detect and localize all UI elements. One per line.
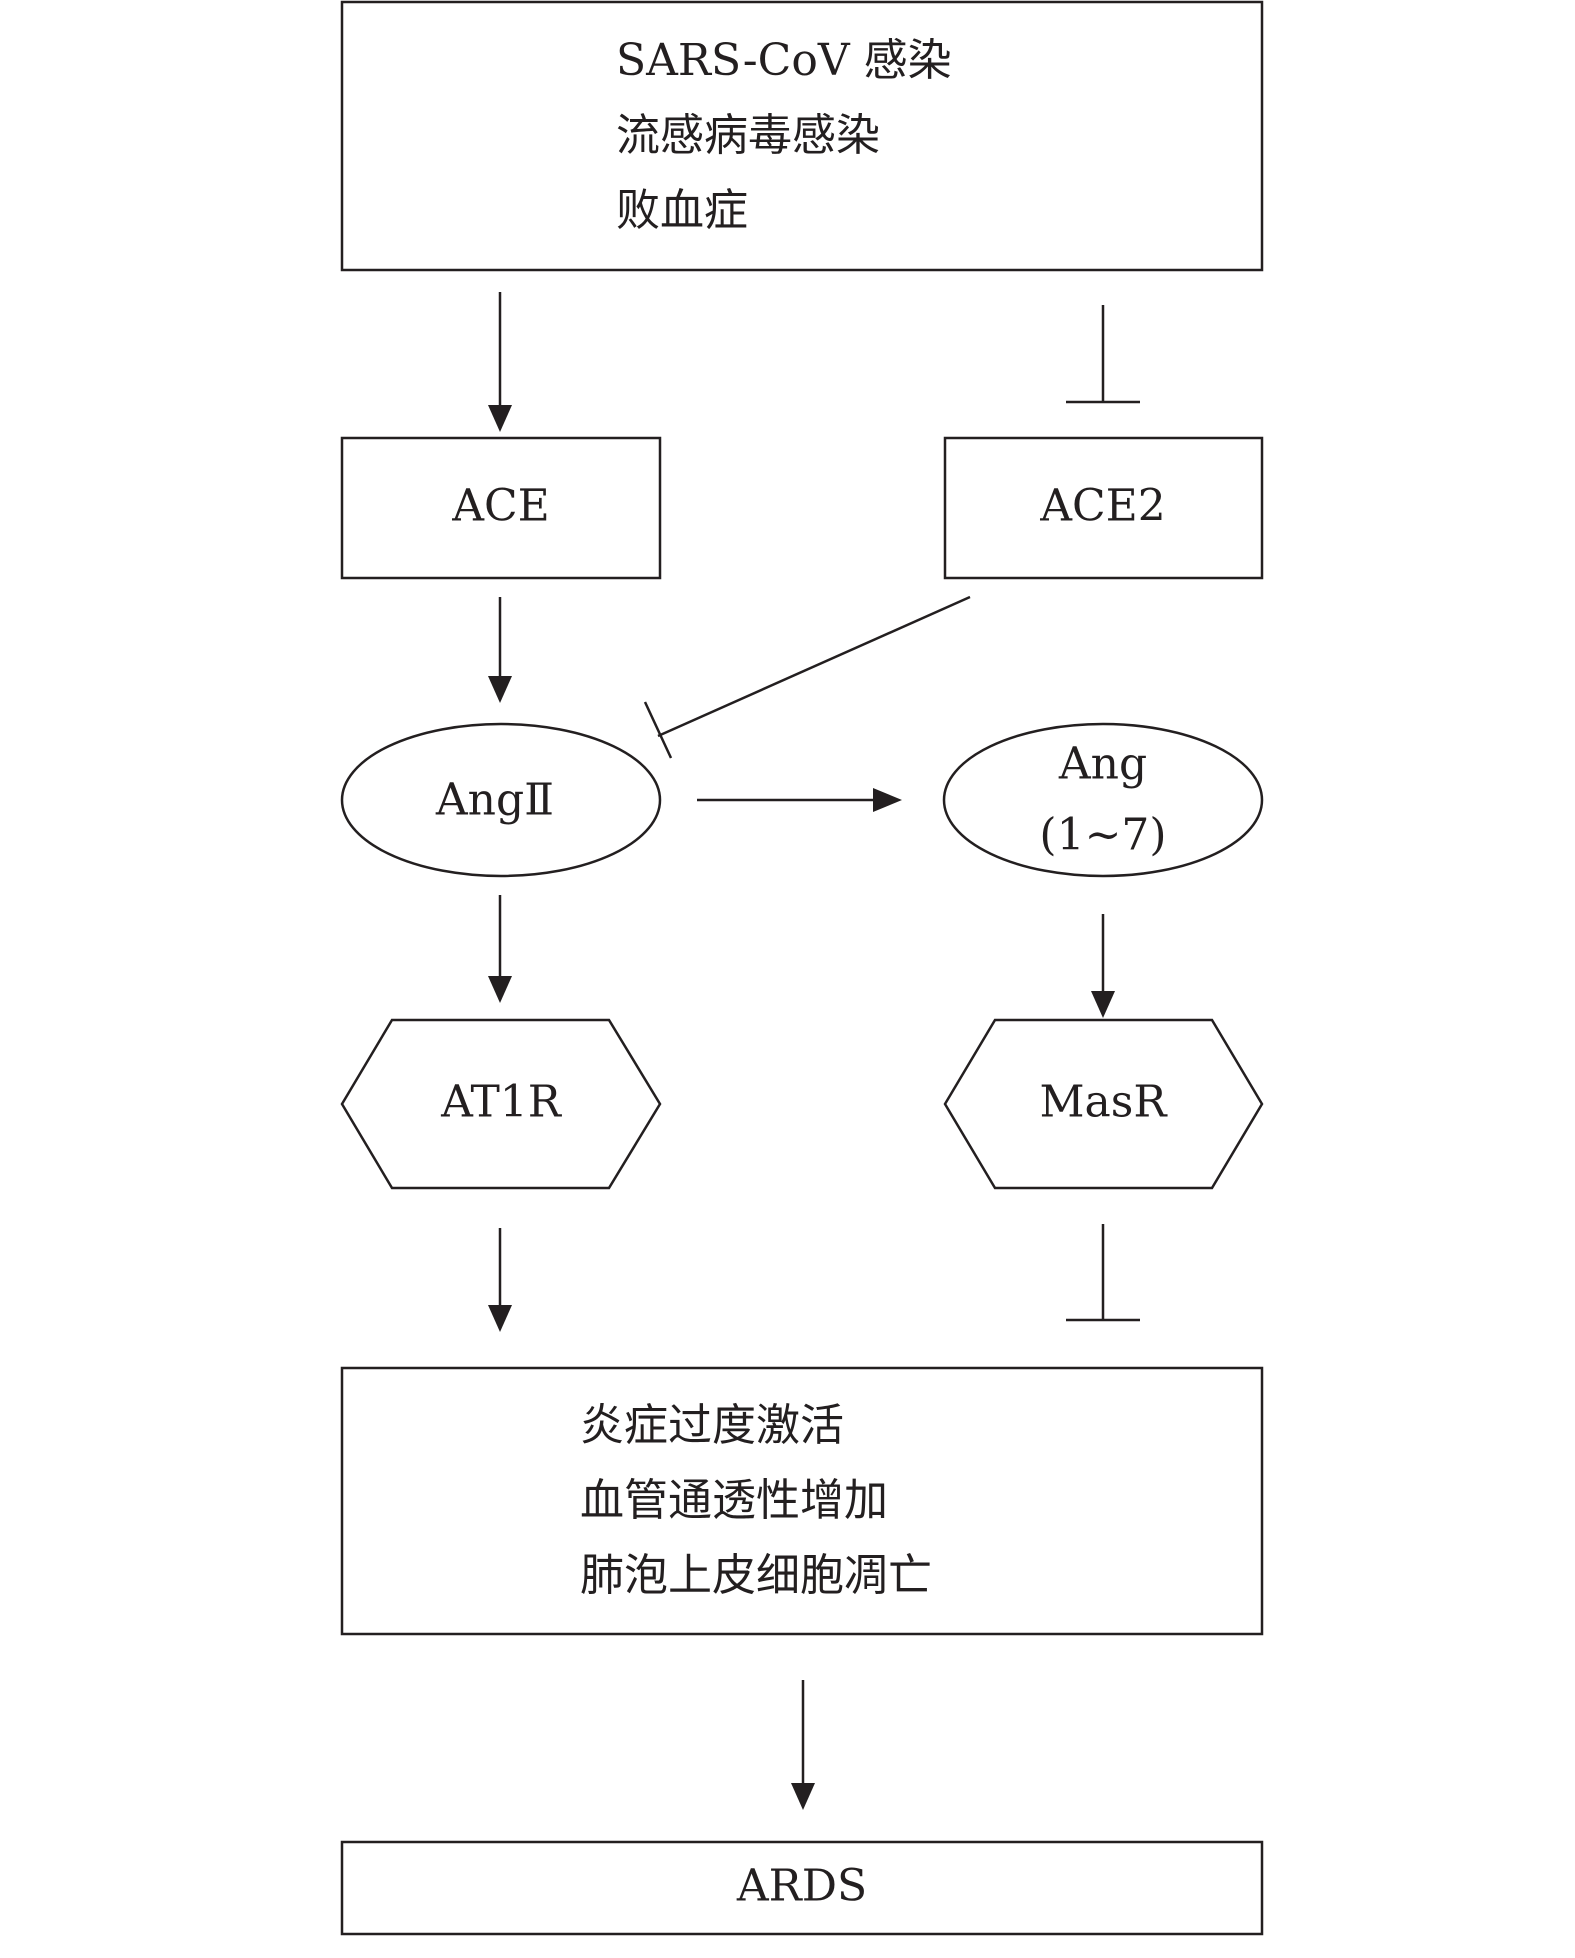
ang2-ellipse bbox=[340, 722, 662, 878]
arrowhead bbox=[488, 976, 512, 1003]
inhibition-bar bbox=[643, 701, 673, 759]
effects-box: 炎症过度激活 血管通透性增加 肺泡上皮细胞凋亡 bbox=[340, 1366, 1264, 1636]
masr-node: MasR bbox=[943, 1018, 1264, 1190]
effects-line: 炎症过度激活 bbox=[580, 1400, 844, 1451]
at1r-node: AT1R bbox=[340, 1018, 662, 1190]
edge-ace-to-ang2 bbox=[488, 597, 512, 703]
edge-ang2-to-ang17 bbox=[697, 788, 902, 812]
arrowhead bbox=[873, 788, 902, 812]
effects-box-border bbox=[340, 1366, 1264, 1636]
arrowhead bbox=[488, 1305, 512, 1332]
edge-ang17-to-masr bbox=[1091, 914, 1115, 1018]
masr-label: MasR bbox=[1040, 1077, 1169, 1128]
at1r-label: AT1R bbox=[440, 1077, 563, 1128]
edge-masr-to-effects bbox=[1066, 1224, 1140, 1322]
edge-at1r-to-effects bbox=[488, 1228, 512, 1332]
ace2-node: ACE2 bbox=[943, 436, 1264, 580]
ang17-node: Ang (1~7) bbox=[942, 722, 1264, 878]
ang2-label: AngⅡ bbox=[435, 775, 554, 826]
arrowhead bbox=[488, 405, 512, 432]
arrowhead bbox=[488, 676, 512, 703]
ards-node: ARDS bbox=[340, 1840, 1264, 1936]
ards-label: ARDS bbox=[736, 1861, 867, 1912]
ace2-label: ACE2 bbox=[1039, 481, 1166, 532]
edges bbox=[488, 292, 1140, 1810]
ace2-box bbox=[943, 436, 1264, 580]
causes-line: 败血症 bbox=[616, 185, 748, 236]
at1r-hexagon bbox=[340, 1018, 662, 1190]
arrowhead bbox=[1091, 991, 1115, 1018]
edge-ang2-to-at1r bbox=[488, 895, 512, 1003]
ang2-node: AngⅡ bbox=[340, 722, 662, 878]
ards-box bbox=[340, 1840, 1264, 1936]
ang17-line: (1~7) bbox=[1039, 810, 1166, 861]
edge-effects-to-ards bbox=[791, 1680, 815, 1810]
causes-line: 流感病毒感染 bbox=[616, 110, 880, 161]
effects-line: 血管通透性增加 bbox=[580, 1475, 888, 1526]
edge-causes-to-ace bbox=[488, 292, 512, 432]
arrowhead bbox=[791, 1783, 815, 1810]
ace-box bbox=[340, 436, 662, 580]
edge-ace2-to-ang2 bbox=[643, 595, 971, 759]
ace-node: ACE bbox=[340, 436, 662, 580]
effects-line: 肺泡上皮细胞凋亡 bbox=[580, 1550, 932, 1601]
causes-line: SARS-CoV 感染 bbox=[616, 35, 952, 86]
causes-box: SARS-CoV 感染 流感病毒感染 败血症 bbox=[340, 0, 1264, 272]
causes-box-border bbox=[340, 0, 1264, 272]
ang17-line: Ang bbox=[1058, 739, 1147, 790]
ang17-ellipse bbox=[942, 722, 1264, 878]
masr-hexagon bbox=[943, 1018, 1264, 1190]
ace-label: ACE bbox=[451, 481, 550, 532]
edge-causes-to-ace2 bbox=[1066, 305, 1140, 404]
